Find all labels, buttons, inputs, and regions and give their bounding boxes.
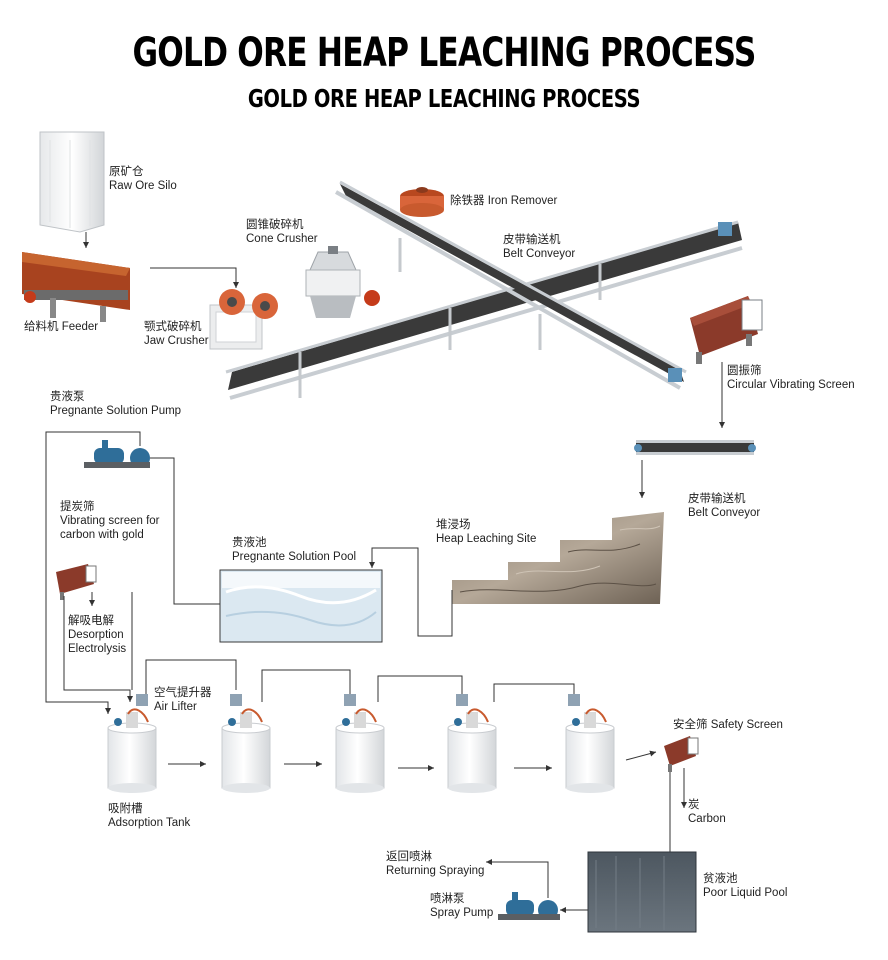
belt-conveyor-falling bbox=[335, 180, 687, 390]
tank-flow-arrows bbox=[168, 750, 657, 771]
spray-pump bbox=[498, 892, 560, 920]
label-iron-remover: 除铁器 Iron Remover bbox=[450, 195, 558, 207]
adsorption-tank-3 bbox=[335, 694, 385, 793]
line-pool-pump bbox=[150, 457, 220, 605]
line-pump-tank1 bbox=[45, 431, 141, 714]
poor-liquid-pool bbox=[587, 851, 697, 933]
adsorption-tanks bbox=[107, 694, 615, 793]
adsorption-tank-5 bbox=[565, 694, 615, 793]
label-safety-screen: 安全筛 Safety Screen bbox=[673, 719, 783, 731]
jaw-crusher bbox=[209, 289, 278, 350]
conveyor-supports bbox=[298, 238, 602, 398]
line-screen-tank1 bbox=[63, 596, 133, 702]
pregnant-solution-pool bbox=[219, 569, 383, 643]
line-heap-pool bbox=[369, 547, 453, 637]
arrow-feeder-jaw bbox=[150, 267, 239, 288]
adsorption-tank-4 bbox=[447, 694, 497, 793]
feeder bbox=[22, 252, 130, 322]
safety-screen bbox=[664, 736, 699, 772]
line-returning-spray bbox=[486, 859, 549, 898]
belt-conveyor-rising bbox=[225, 220, 743, 400]
heap-leaching-site bbox=[452, 512, 664, 604]
raw-ore-silo bbox=[39, 131, 105, 233]
page-title: GOLD ORE HEAP LEACHING PROCESS bbox=[132, 30, 756, 76]
line-air-lifter-1 bbox=[145, 659, 237, 700]
short-belt-conveyor bbox=[634, 440, 756, 455]
label-feeder: 给料机 Feeder bbox=[24, 321, 99, 333]
air-lifter-lines bbox=[261, 669, 575, 702]
iron-remover bbox=[400, 187, 444, 217]
circular-vibrating-screen bbox=[690, 296, 763, 364]
page-subtitle: GOLD ORE HEAP LEACHING PROCESS bbox=[247, 84, 641, 113]
adsorption-tank-1 bbox=[107, 694, 157, 793]
pregnant-solution-pump bbox=[84, 440, 150, 468]
adsorption-tank-2 bbox=[221, 694, 271, 793]
cone-crusher bbox=[305, 246, 380, 318]
carbon-vibrating-screen bbox=[56, 564, 97, 600]
